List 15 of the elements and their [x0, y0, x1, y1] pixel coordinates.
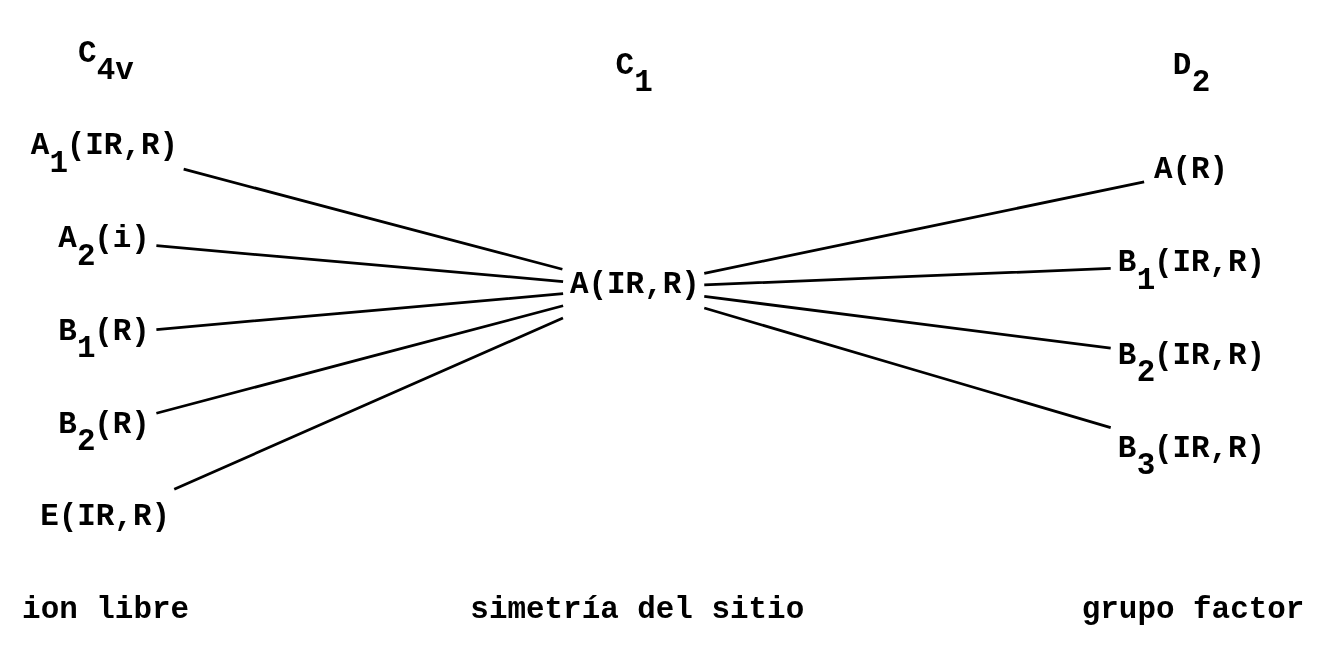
connector [703, 306, 1112, 429]
connector [156, 304, 564, 415]
node-text: A(R) [1153, 152, 1229, 188]
connector [704, 267, 1111, 287]
node-text: E(IR,R) [40, 499, 170, 535]
connector [156, 244, 564, 283]
label: ion libre [22, 592, 190, 628]
connector [183, 167, 563, 271]
label: simetría del sitio [470, 592, 805, 628]
node-text: A(IR,R) [569, 267, 700, 303]
connector [704, 295, 1111, 350]
connector [156, 292, 564, 331]
connector [173, 316, 564, 491]
label: grupo factor [1081, 592, 1305, 628]
connector [704, 180, 1145, 275]
